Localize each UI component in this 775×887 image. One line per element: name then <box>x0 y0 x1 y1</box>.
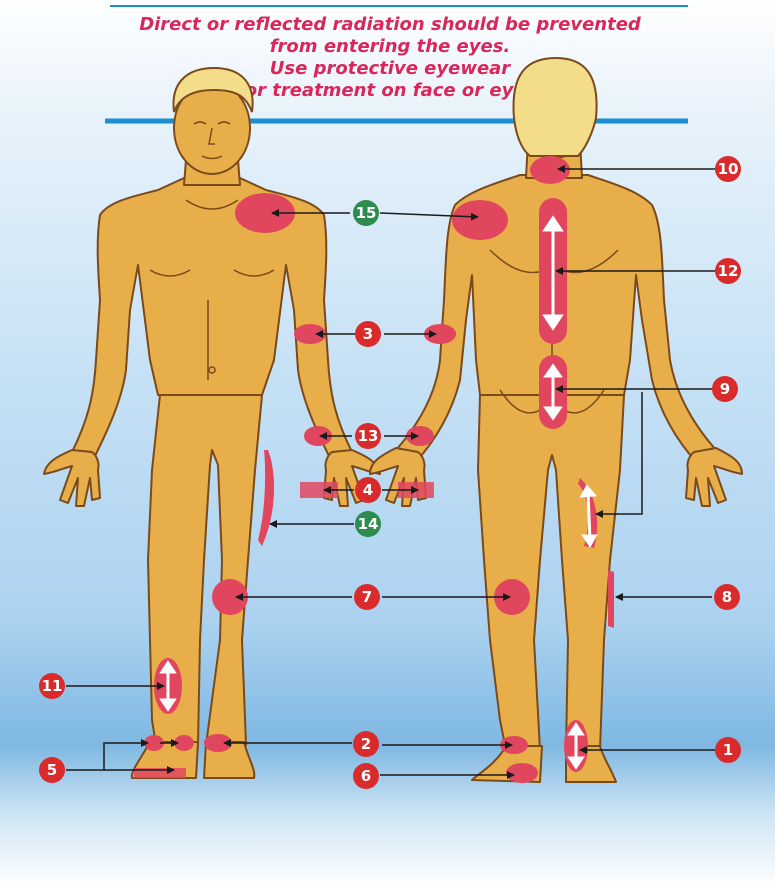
badge-label: 7 <box>362 588 372 606</box>
front-body-figure <box>44 82 380 778</box>
zone-14-thigh <box>258 450 274 546</box>
badge-label: 4 <box>363 481 373 499</box>
badge-label: 14 <box>358 515 379 533</box>
badge-6: 6 <box>353 763 379 789</box>
back-hair <box>513 58 596 156</box>
badge-label: 3 <box>363 325 373 343</box>
zone-15-back-shoulder <box>452 200 508 240</box>
zone-8-calf <box>608 570 614 628</box>
badge-14: 14 <box>355 511 381 537</box>
badge-4: 4 <box>355 477 381 503</box>
badge-label: 6 <box>361 767 371 785</box>
badge-11: 11 <box>39 673 65 699</box>
badge-1: 1 <box>715 737 741 763</box>
badge-label: 9 <box>720 380 730 398</box>
badge-7: 7 <box>354 584 380 610</box>
badge-12: 12 <box>715 258 741 284</box>
badge-10: 10 <box>715 156 741 182</box>
badge-label: 5 <box>47 761 57 779</box>
badge-3: 3 <box>355 321 381 347</box>
badge-label: 2 <box>361 735 371 753</box>
badge-label: 12 <box>718 262 739 280</box>
badge-2: 2 <box>353 731 379 757</box>
badge-13: 13 <box>355 423 381 449</box>
badge-8: 8 <box>714 584 740 610</box>
badge-label: 13 <box>358 427 379 445</box>
badge-label: 8 <box>722 588 732 606</box>
badge-9: 9 <box>712 376 738 402</box>
badge-label: 11 <box>42 677 63 695</box>
badge-label: 15 <box>356 204 377 222</box>
badge-label: 1 <box>723 741 733 759</box>
badge-5: 5 <box>39 757 65 783</box>
zone-6-heel <box>506 763 538 783</box>
zone-10-neck <box>530 156 570 184</box>
badge-15: 15 <box>353 200 379 226</box>
badge-label: 10 <box>718 160 739 178</box>
